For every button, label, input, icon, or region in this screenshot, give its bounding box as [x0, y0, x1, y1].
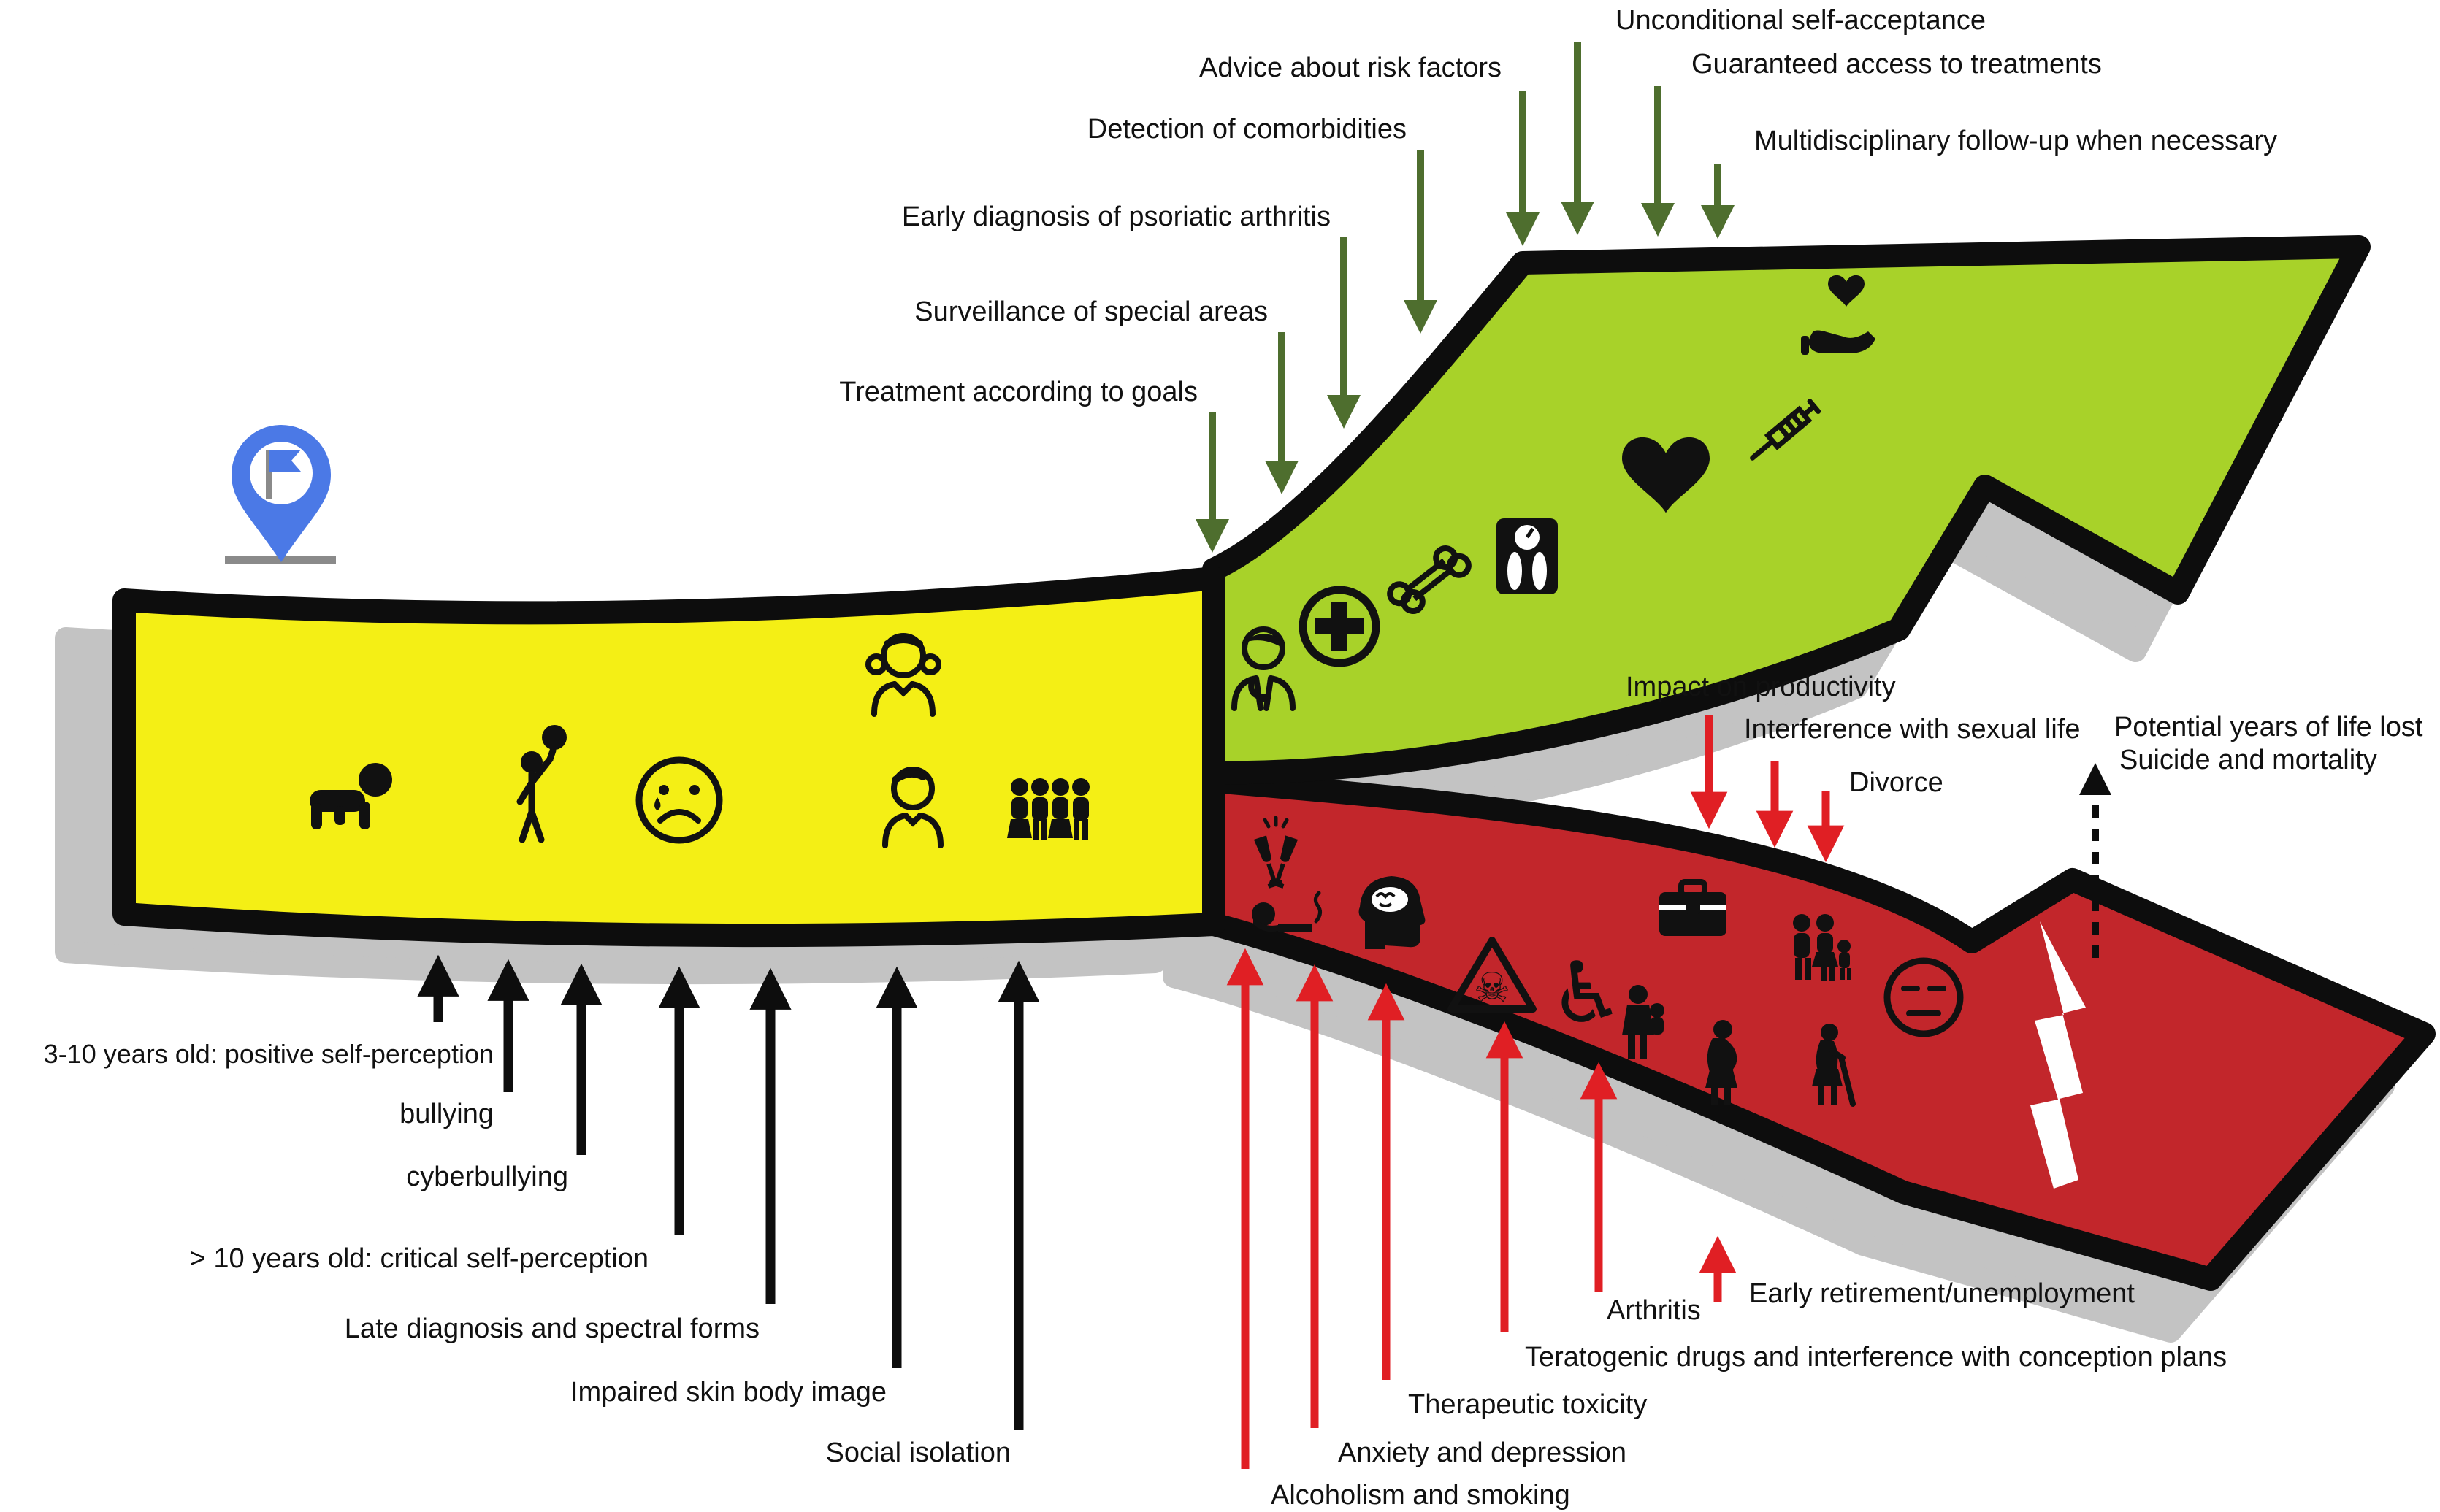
- label-therapeutic-toxicity: Therapeutic toxicity: [1408, 1389, 1647, 1420]
- hand-heart-icon: [1801, 275, 1875, 355]
- adverse-pointer-arrows: [1226, 715, 1845, 1469]
- label-social-isolation: Social isolation: [826, 1438, 1011, 1468]
- elderly-person-icon: [1812, 1024, 1856, 1107]
- label-access-treatments: Guaranteed access to treatments: [1691, 49, 2102, 80]
- label-years-life-lost: Potential years of life lost: [2114, 712, 2423, 742]
- bone-icon: [1387, 545, 1472, 615]
- label-divorce: Divorce: [1849, 767, 1943, 798]
- label-sexual-life: Interference with sexual life: [1744, 714, 2080, 745]
- smoking-icon: [1252, 891, 1322, 932]
- girl-icon: [865, 633, 941, 717]
- briefcase-icon: [1659, 879, 1726, 936]
- champagne-toast-icon: [1253, 816, 1299, 889]
- adverse-path-arrow: [1202, 770, 2436, 1291]
- peer-group-icon: [1007, 778, 1090, 840]
- label-multidisciplinary: Multidisciplinary follow-up when necessa…: [1754, 126, 2277, 156]
- adverse-icons: ☠ ♿: [1252, 816, 1964, 1107]
- wheelchair-icon: ♿: [1549, 945, 1625, 1040]
- boy-icon: [882, 767, 944, 848]
- sad-face-icon: [635, 756, 723, 844]
- childhood-labels: 3-10 years old: positive self-perception…: [44, 1039, 1011, 1468]
- optimal-pointer-arrows: [1195, 42, 1735, 553]
- medical-cross-icon: [1299, 586, 1380, 667]
- optimal-icons: [1231, 275, 1875, 711]
- label-positive-self-perception: 3-10 years old: positive self-perception: [44, 1039, 494, 1069]
- wheelchair-glyph: ♿: [1549, 945, 1625, 1040]
- syringe-icon: [1750, 399, 1821, 461]
- label-early-retirement: Early retirement/unemployment: [1749, 1278, 2135, 1309]
- mother-child-icon: [1622, 985, 1664, 1059]
- family-icon: [1793, 914, 1851, 981]
- start-marker: [225, 425, 336, 564]
- pregnant-woman-icon: [1705, 1020, 1737, 1105]
- childhood-band: [112, 567, 1225, 948]
- label-alcoholism-smoking: Alcoholism and smoking: [1271, 1480, 1570, 1511]
- doctor-icon: [1231, 626, 1296, 711]
- neutral-face-icon: [1883, 957, 1964, 1037]
- label-impaired-skin-image: Impaired skin body image: [570, 1377, 887, 1408]
- label-early-diagnosis-psa: Early diagnosis of psoriatic arthritis: [902, 202, 1331, 232]
- label-suicide-mortality: Suicide and mortality: [2119, 745, 2377, 775]
- label-arthritis: Arthritis: [1607, 1295, 1701, 1326]
- label-self-acceptance: Unconditional self-acceptance: [1615, 5, 1986, 36]
- label-advice-risk-factors: Advice about risk factors: [1199, 53, 1502, 83]
- label-critical-self-perception: > 10 years old: critical self-perception: [190, 1243, 649, 1274]
- label-surveillance: Surveillance of special areas: [914, 296, 1268, 327]
- child-balloon-icon: [516, 725, 567, 843]
- weight-scale-icon: [1496, 518, 1558, 594]
- poison-warning-icon: ☠: [1447, 937, 1537, 1013]
- baby-crawling-icon: [310, 763, 392, 829]
- lightning-crack: [2030, 921, 2086, 1189]
- brain-head-icon: [1358, 876, 1426, 949]
- label-cyberbullying: cyberbullying: [406, 1162, 568, 1192]
- label-detection-comorbidities: Detection of comorbidities: [1087, 114, 1407, 145]
- flag-icon: [266, 450, 301, 499]
- label-teratogenic-drugs: Teratogenic drugs and interference with …: [1525, 1342, 2227, 1373]
- label-treatment-goals: Treatment according to goals: [839, 377, 1198, 407]
- childhood-icons: [310, 633, 1090, 848]
- skull-glyph: ☠: [1474, 964, 1510, 1010]
- label-anxiety-depression: Anxiety and depression: [1338, 1438, 1626, 1468]
- label-impact-productivity: Impact on productivity: [1626, 672, 1896, 702]
- optimal-path-arrow: [1202, 235, 2371, 785]
- heart-icon: [1622, 437, 1710, 513]
- childhood-pointer-arrows: [417, 954, 1040, 1430]
- label-late-diagnosis: Late diagnosis and spectral forms: [345, 1313, 760, 1344]
- label-bullying: bullying: [399, 1099, 494, 1129]
- adverse-labels: Impact on productivity Interference with…: [1271, 672, 2423, 1511]
- optimal-labels: Treatment according to goals Surveillanc…: [839, 5, 2277, 407]
